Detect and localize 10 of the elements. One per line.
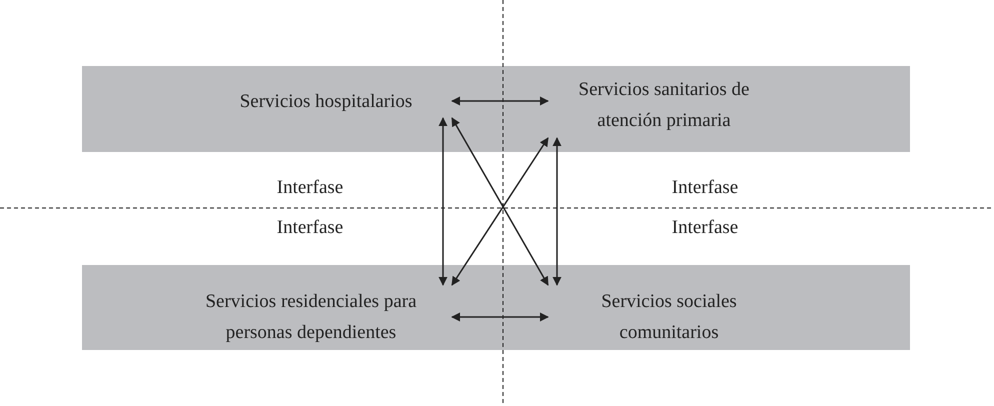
service-label: Servicios sociales comunitarios [548,285,790,349]
arrow [438,117,448,286]
arrow [552,137,562,286]
band [82,66,910,152]
service-label: Servicios residenciales para personas dependientes [170,285,452,349]
service-label: Servicios hospitalarios [200,84,452,118]
service-label: Servicios sanitarios de atención primaria [548,72,780,138]
arrow [451,312,549,322]
band [82,265,910,350]
arrow [451,96,549,106]
